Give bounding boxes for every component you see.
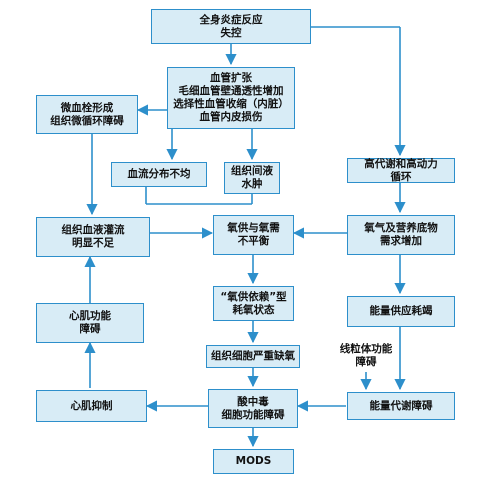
node-nutrient-demand-line1: 氧气及营养底物	[364, 222, 438, 234]
node-vascular-line4: 血管内皮损伤	[199, 111, 263, 123]
node-supply-dependent-line2: 耗氧状态	[232, 303, 275, 316]
node-acidosis-line2: 细胞功能障碍	[221, 408, 285, 421]
node-acidosis-line1: 酸中毒	[237, 395, 269, 408]
node-supply-dependent-line1: “氧供依赖”型	[220, 290, 287, 303]
node-mods-line1: MODS	[235, 455, 272, 467]
node-energy-metab-line1: 能量代谢障碍	[369, 399, 433, 412]
node-energy-exhaust-line1: 能量供应耗竭	[369, 305, 433, 317]
node-vascular-line3: 选择性血管收缩（内脏）	[173, 98, 289, 110]
node-sirs-line1: 全身炎症反应	[199, 13, 263, 26]
node-microthrombus-line2: 组织微循环障碍	[50, 114, 124, 127]
node-mods: MODS	[213, 449, 294, 474]
node-imbalance-line1: 氧供与氧需	[227, 222, 280, 234]
node-nutrient-demand-line2: 需求增加	[380, 235, 422, 247]
node-nutrient-demand: 氧气及营养底物 需求增加	[347, 215, 455, 255]
node-vascular-line2: 毛细血管壁通透性增加	[178, 85, 284, 97]
node-hypoxia: 组织细胞严重缺氧	[206, 345, 300, 368]
node-energy-metab: 能量代谢障碍	[347, 392, 455, 420]
node-imbalance-line2: 不平衡	[237, 235, 270, 247]
node-cardiac-dysfunction: 心肌功能 障碍	[36, 303, 144, 343]
node-edema: 组织间液 水肿	[224, 162, 280, 194]
node-sirs: 全身炎症反应 失控	[151, 9, 311, 44]
node-microthrombus-line1: 微血栓形成	[60, 101, 114, 114]
node-uneven-flow: 血流分布不均	[111, 162, 207, 187]
node-hypermetabolism-line1: 高代谢和高动力	[364, 157, 438, 170]
node-cardiac-dysfunction-line2: 障碍	[79, 323, 101, 335]
node-mito-dysfunction-line2: 障碍	[355, 356, 377, 368]
node-hypoxia-line1: 组织细胞严重缺氧	[211, 350, 295, 362]
node-mito-dysfunction: 线粒体功能 障碍	[326, 340, 406, 372]
node-perfusion: 组织血液灌流 明显不足	[36, 217, 150, 257]
node-hypermetabolism-line2: 循环	[390, 170, 412, 183]
node-perfusion-line2: 明显不足	[72, 237, 114, 249]
node-microthrombus: 微血栓形成 组织微循环障碍	[36, 95, 138, 134]
node-perfusion-line1: 组织血液灌流	[61, 224, 125, 236]
node-vascular: 血管扩张 毛细血管壁通透性增加 选择性血管收缩（内脏） 血管内皮损伤	[167, 67, 295, 129]
node-vascular-line1: 血管扩张	[210, 72, 252, 84]
node-cardiac-dysfunction-line1: 心肌功能	[69, 310, 111, 322]
node-imbalance: 氧供与氧需 不平衡	[213, 215, 294, 255]
node-energy-exhaust: 能量供应耗竭	[347, 296, 455, 327]
node-acidosis: 酸中毒 细胞功能障碍	[208, 389, 298, 428]
node-uneven-flow-line1: 血流分布不均	[127, 168, 191, 180]
node-supply-dependent: “氧供依赖”型 耗氧状态	[213, 286, 294, 321]
node-hypermetabolism: 高代谢和高动力 循环	[347, 158, 455, 183]
node-edema-line1: 组织间液	[231, 165, 273, 177]
node-edema-line2: 水肿	[241, 178, 263, 190]
node-mito-dysfunction-line1: 线粒体功能	[339, 343, 393, 355]
node-myocardial-depression: 心肌抑制	[36, 390, 147, 422]
node-sirs-line2: 失控	[220, 26, 242, 39]
node-myocardial-depression-line1: 心肌抑制	[70, 399, 113, 412]
